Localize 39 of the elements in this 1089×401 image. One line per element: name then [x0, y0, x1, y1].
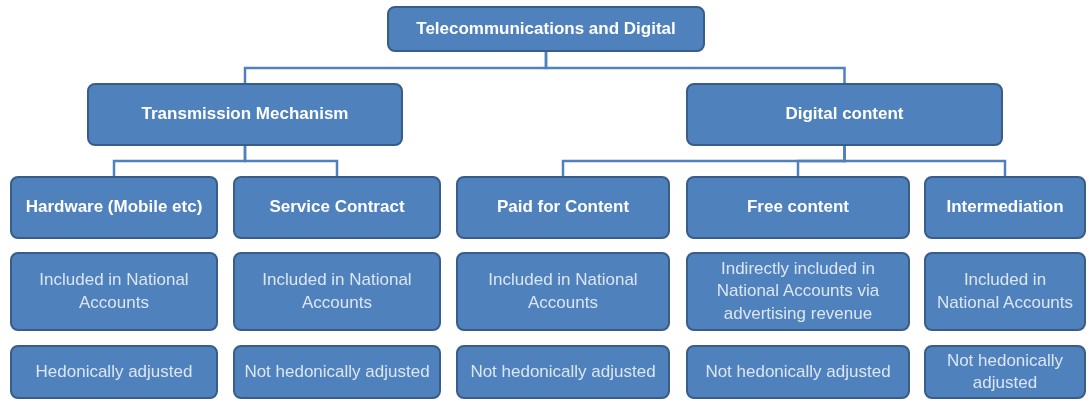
- category-label: Hardware (Mobile etc): [25, 196, 203, 219]
- detail-text: Included in National Accounts: [261, 269, 413, 314]
- detail-text: Hedonically adjusted: [35, 360, 193, 383]
- category-box: [924, 176, 1086, 239]
- connector-line: [544, 52, 846, 83]
- detail-box: [456, 252, 670, 331]
- connector-line: [243, 146, 339, 176]
- detail-text: Included in National Accounts: [38, 269, 190, 314]
- detail-box: [233, 345, 441, 399]
- category-label: Digital content: [785, 103, 904, 126]
- detail-box: [10, 345, 218, 399]
- detail-text: Not hedonically adjusted: [705, 360, 891, 383]
- detail-text: Included in National Accounts: [935, 269, 1075, 314]
- detail-text: Not hedonically adjusted: [945, 349, 1065, 394]
- category-box: [233, 176, 441, 239]
- category-box: [686, 83, 1003, 146]
- detail-box: [10, 252, 218, 331]
- category-label: Service Contract: [269, 196, 405, 219]
- category-label: Intermediation: [946, 196, 1064, 219]
- category-box: [10, 176, 218, 239]
- category-label: Free content: [747, 196, 849, 219]
- detail-box: [924, 252, 1086, 331]
- detail-text: Included in National Accounts: [487, 269, 639, 314]
- detail-text: Not hedonically adjusted: [244, 360, 430, 383]
- category-box: [87, 83, 403, 146]
- detail-box: [456, 345, 670, 399]
- category-box: [387, 6, 705, 52]
- detail-box: [233, 252, 441, 331]
- category-box: [456, 176, 670, 239]
- category-box: [686, 176, 910, 239]
- detail-text: Indirectly included in National Accounts via advertising revenue: [715, 258, 881, 325]
- detail-box: [686, 345, 910, 399]
- category-label: Transmission Mechanism: [141, 103, 349, 126]
- connector-line: [843, 146, 1007, 176]
- detail-text: Not hedonically adjusted: [470, 360, 656, 383]
- category-label: Telecommunications and Digital: [416, 17, 676, 40]
- detail-box: [686, 252, 910, 331]
- category-label: Paid for Content: [496, 196, 630, 219]
- detail-box: [924, 345, 1086, 399]
